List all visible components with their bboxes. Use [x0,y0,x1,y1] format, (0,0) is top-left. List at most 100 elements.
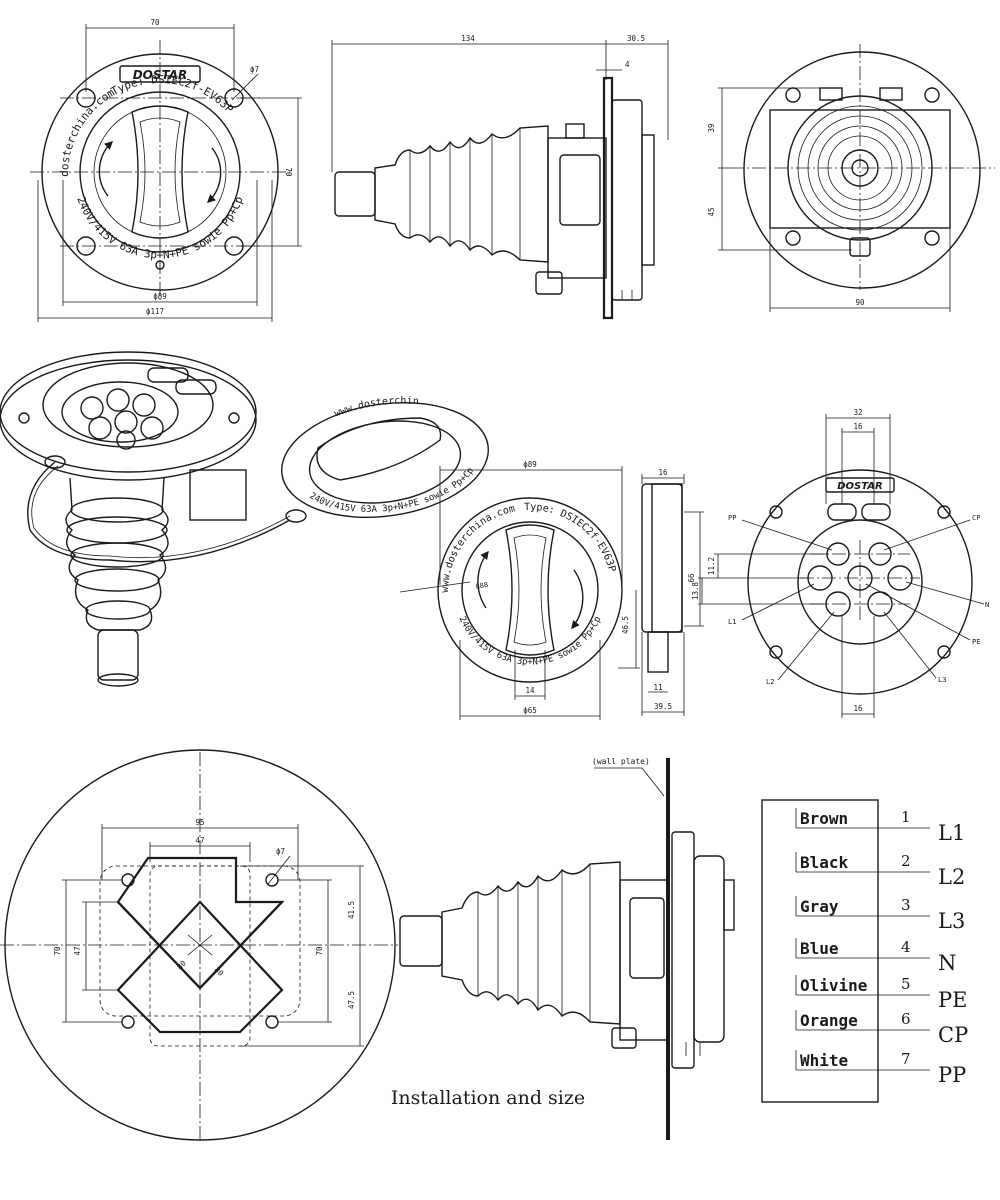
wiring-row: Blue 4N [795,938,956,975]
pin-face-view: DOSTAR 32 16 16 11.2 13.8 PP [691,408,989,718]
wire-number: 2 [901,852,911,870]
wire-color: Blue [800,939,839,958]
brand-logo [119,65,201,83]
side-view: 134 30.5 4 [331,34,669,320]
pin-label-l1: L1 [728,618,736,626]
tether-ring [44,455,66,469]
iso-cap-website: www.dosterchin [333,396,419,420]
tether-cable [27,461,291,563]
wire-number: 7 [901,1050,911,1068]
iso-flange [0,351,257,473]
cap-dim-height: 46.5 [621,616,630,634]
outer-flange [743,51,981,289]
wiring-table-frame [761,799,879,1103]
cap-dim-diameter: ϕ89 [523,460,537,469]
cutout-dim-41-5: 41.5 [347,901,356,919]
wire-code: CP [938,1023,968,1047]
cap-outer [437,497,623,683]
front-view: DOSTAR Type: DSIEC2f-EV63P www.dosterchi… [0,0,302,322]
wire-number: 5 [901,975,911,993]
wall-plate [602,76,614,320]
installation-view: (wall plate) Installation and size [391,757,735,1140]
dim-lower: 45 [707,207,716,216]
pin-label-n: N [985,601,989,609]
ring-text-website: www.dosterchina.com [0,0,117,177]
cutout-dim-diag-b: 80 [213,965,226,978]
cap-side-dim-tab: 11 [653,683,662,692]
pin-dim-bottom: 16 [853,704,863,713]
pin-label-pp: PP [728,514,736,522]
rear-view: 39 45 90 [707,44,995,312]
cap-side-dim-top: 16 [658,468,668,477]
wire-color: White [800,1051,848,1070]
cutout-dim-47-5: 47.5 [347,991,356,1009]
cutout-dim-70-right: 70 [315,946,324,956]
dim-plate: 4 [625,60,630,69]
pin-dim-left-a: 11.2 [707,557,716,575]
brand-logo-text: DOSTAR [133,68,188,82]
pin-dim-top-outer: 32 [853,408,862,417]
iso-cap-ring [281,401,489,519]
pin-dim-top-inner: 16 [853,422,863,431]
wire-color: Brown [800,809,848,828]
wire-color: Olivine [800,976,867,995]
dim-upper: 39 [707,123,716,132]
wire-number: 4 [901,938,911,956]
wiring-row: Orange 6CP [795,1010,968,1047]
dim-top: 70 [150,18,160,27]
cap-dim-bottom: ϕ65 [523,706,537,715]
cutout-dim-47-top: 47 [195,836,204,845]
rotate-arrow-icon [571,569,584,630]
dim-length: 134 [461,34,475,43]
wire-code: N [938,951,956,975]
dim-inner-dia: ϕ89 [153,292,167,301]
wire-color: Black [800,853,849,872]
wiring-row: Black 2L2 [795,852,965,889]
bellows-boot [374,125,549,263]
iso-cap-rating: 240V/415V 63A 3p+N+PE sowie Pp+Cp [307,466,476,515]
pin-label-cp: CP [972,514,980,522]
rotate-arrow-icon [98,141,114,197]
cap-grip [505,524,555,656]
ring-text-type: Type: DSIEC2f-EV63P [109,73,236,116]
flange [611,99,643,301]
iso-cap-grip [316,417,442,481]
wire-code: L3 [938,909,965,933]
pin-face-flange [747,469,973,695]
cutout-dim-hole: ϕ7 [276,847,285,856]
dim-width: 90 [855,298,865,307]
pin-label-l3: L3 [938,676,946,684]
wire-number: 6 [901,1010,911,1028]
installation-caption: Installation and size [391,1087,585,1109]
dim-outer-dia: ϕ117 [146,307,164,316]
wire-code: L2 [938,865,965,889]
wire-code: L1 [938,821,965,845]
cap-side-body [641,483,683,633]
pin-label-pe: PE [972,638,980,646]
dim-hole: ϕ7 [250,65,259,74]
cap-side-view: 16 66 11 39.5 [641,468,704,716]
wiring-row: Olivine 5PE [795,975,967,1012]
cap-dim-tab: 14 [525,686,535,695]
cap-side-dim-height: 66 [687,573,696,583]
dim-right: 70 [284,167,293,177]
dim-flange: 30.5 [627,34,645,43]
cutout-dim-47-left: 47 [73,946,82,955]
wire-code: PE [938,988,967,1012]
pin-label-l2: L2 [766,678,774,686]
cutout-dim-70-left: 70 [53,946,62,956]
isometric-socket [0,351,307,687]
cap-side-dim-bottom: 39.5 [654,702,672,711]
wire-color: Orange [800,1011,858,1030]
pin-cp [868,542,892,566]
wall-plate-label: (wall plate) [592,757,650,766]
install-bellows [441,861,621,1025]
install-flange [671,831,695,1069]
wire-color: Gray [800,897,839,916]
cap-ring-text-rating: 240V/415V 63A 3p+N+PE sowie Pp+Cp [457,615,604,667]
cap-grip [131,105,189,239]
